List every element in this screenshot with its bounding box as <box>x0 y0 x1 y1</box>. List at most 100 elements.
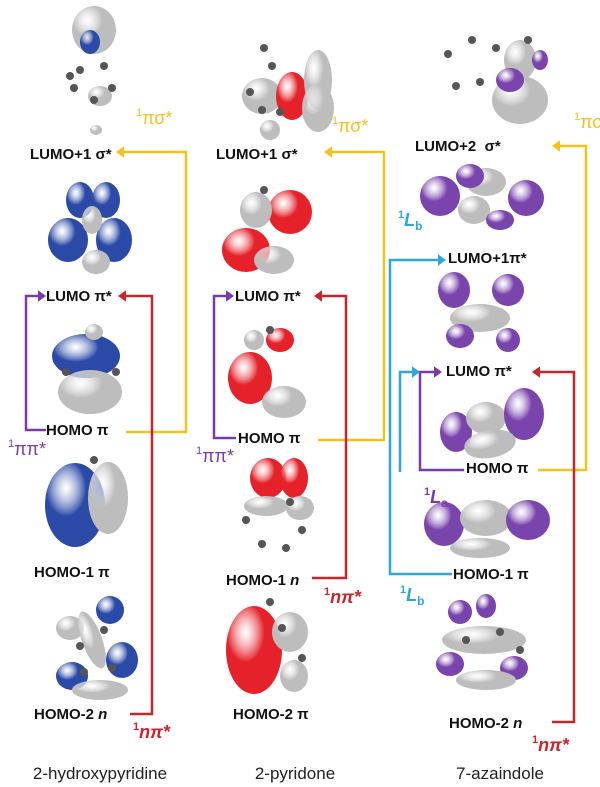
orbital-c1-homo-atom <box>112 368 120 376</box>
arrow-c3-pi-sigma-head <box>552 140 560 152</box>
arrow-c3-n-pi-head <box>532 366 540 378</box>
arrow-c3-Lb-upper <box>388 258 452 576</box>
orbital-c1-homo-lobe <box>58 370 122 414</box>
arrow-c3-La-head <box>434 366 442 378</box>
orbital-c3-homo1-lobe <box>450 538 510 558</box>
level-c3-homo2: HOMO-2 n <box>449 715 523 732</box>
orbital-c1-homo2-atom <box>100 626 108 634</box>
orbital-c3-lumo1-lobe <box>508 180 544 216</box>
arrow-c2-n-pi-head <box>314 290 322 302</box>
arrow-c2-pi-sigma <box>318 150 386 442</box>
orbital-c2-homo2-lobe <box>280 660 308 692</box>
orbital-c3-lumo2-atom <box>468 36 476 44</box>
orbital-c3-homo-lobe <box>504 388 544 440</box>
orbital-c3-homo-lobe <box>466 402 506 434</box>
orbital-c2-lumo1-atom <box>246 88 254 96</box>
orbital-c3-lumo1-lobe <box>458 196 490 224</box>
orbital-c2-lumo1-lobe <box>242 78 282 114</box>
arrow-c3-Lb-lower-head <box>412 366 420 378</box>
arrow-c1-pi-pi-head <box>38 290 46 302</box>
orbital-c1-homo-l-lobe <box>82 206 102 234</box>
orbital-c2-lumo1-atom <box>260 44 268 52</box>
level-c1-lumo1: LUMO+1 σ* <box>30 146 112 163</box>
orbital-c3-lumo1-lobe <box>420 176 460 216</box>
orbital-c1-homo-l-lobe <box>96 218 132 262</box>
orbital-c3-homo1-lobe <box>460 500 512 536</box>
level-c1-lumo: LUMO π* <box>46 288 112 305</box>
level-c3-lumo1: LUMO+1π* <box>448 250 527 267</box>
orbital-c2-homo-lobe <box>228 352 272 404</box>
orbital-c3-homo2-lobe <box>436 652 464 676</box>
orbital-c2-homo-lobe <box>266 328 294 352</box>
orbital-c3-homo2-atom <box>462 636 470 644</box>
level-c2-homo1: HOMO-1 n <box>226 572 300 589</box>
arrow-c3-Lb-upper-head <box>438 254 446 266</box>
level-c1-homo: HOMO π <box>46 422 109 439</box>
orbital-c1-lumo1-atom <box>108 84 116 92</box>
orbital-c2-homo-lobe <box>244 330 264 350</box>
orbital-c2-homo-l-lobe <box>254 246 294 274</box>
orbital-c3-lumo-lobe <box>438 272 470 308</box>
orbital-c2-lumo1-lobe <box>260 120 280 140</box>
arrow-c2-pi-pi <box>212 294 236 440</box>
orbital-c1-homo-atom <box>62 368 70 376</box>
level-c2-homo: HOMO π <box>238 430 301 447</box>
orbital-c2-homo1-atom <box>258 540 266 548</box>
level-c1-homo1: HOMO-1 π <box>34 564 110 581</box>
orbital-c2-lumo1-lobe <box>276 72 308 120</box>
orbital-c3-lumo2-atom <box>444 50 452 58</box>
orbital-c2-lumo1-atom <box>258 106 266 114</box>
orbital-c3-lumo-lobe <box>496 328 520 352</box>
orbital-c2-homo2-atom <box>298 654 306 662</box>
transition-c3-pi-sigma: 1πσ <box>574 111 600 132</box>
orbital-c1-homo-l-lobe <box>92 182 120 218</box>
orbital-c3-homo-lobe <box>464 429 516 459</box>
arrow-c1-pi-sigma <box>124 150 188 434</box>
orbital-c3-homo2-atom <box>516 646 524 654</box>
orbital-c3-homo1-lobe <box>506 500 550 540</box>
orbital-c1-lumo1-atom <box>66 72 74 80</box>
orbital-c2-lumo1-atom <box>276 108 284 116</box>
orbital-c1-lumo1-lobe <box>80 30 100 54</box>
arrow-c2-pi-pi-head <box>226 290 234 302</box>
orbital-c3-lumo1-lobe <box>486 210 514 230</box>
transition-c1-pi-sigma: 1πσ* <box>136 107 173 128</box>
orbital-c3-homo1-lobe <box>424 502 464 546</box>
level-c3-homo1: HOMO-1 π <box>453 566 529 583</box>
orbital-c3-lumo-lobe <box>446 324 474 348</box>
arrow-c2-pi-sigma-head <box>324 146 332 158</box>
arrow-c3-Lb-lower <box>398 370 412 472</box>
arrow-c1-pi-pi <box>24 294 46 432</box>
orbital-c1-homo2-lobe <box>106 642 138 678</box>
orbital-c1-lumo1-lobe <box>90 125 102 135</box>
orbital-c1-homo-l-lobe <box>82 250 110 274</box>
orbital-c3-lumo2-lobe <box>532 50 548 70</box>
orbital-c3-homo2-lobe <box>448 600 472 624</box>
orbital-c1-homo-lobe <box>52 334 120 378</box>
orbital-c1-homo2-lobe <box>72 680 128 700</box>
orbital-c3-lumo2-atom <box>492 44 500 52</box>
orbital-c3-lumo2-atom <box>452 82 460 90</box>
orbital-c3-lumo2-atom <box>476 78 484 86</box>
orbital-c2-homo1-atom <box>282 544 290 552</box>
orbital-c1-homo-lobe <box>85 324 103 340</box>
orbital-c1-homo-l-lobe <box>48 218 88 262</box>
orbital-c2-homo2-atom <box>266 598 274 606</box>
orbital-c2-homo-lobe <box>262 386 306 418</box>
level-c3-lumo: LUMO π* <box>446 363 512 380</box>
orbital-c2-homo2-atom <box>278 624 286 632</box>
orbital-c1-lumo1-atom <box>90 96 98 104</box>
arrow-c3-La <box>418 370 464 472</box>
orbital-c2-lumo1-atom <box>268 62 276 70</box>
level-c2-homo2: HOMO-2 π <box>233 706 309 723</box>
orbital-c1-homo2-lobe <box>56 616 84 640</box>
arrow-c1-n-pi <box>126 294 154 716</box>
caption-2-pyridone: 2-pyridone <box>254 764 336 783</box>
level-c2-lumo: LUMO π* <box>235 288 301 305</box>
orbital-c2-homo-atom <box>266 326 274 334</box>
caption-7-azaindole: 7-azaindole <box>456 764 544 783</box>
orbital-c1-lumo1-atom <box>76 66 84 74</box>
level-c3-homo: HOMO π <box>466 460 529 477</box>
orbital-c1-homo1-lobe <box>88 462 128 534</box>
